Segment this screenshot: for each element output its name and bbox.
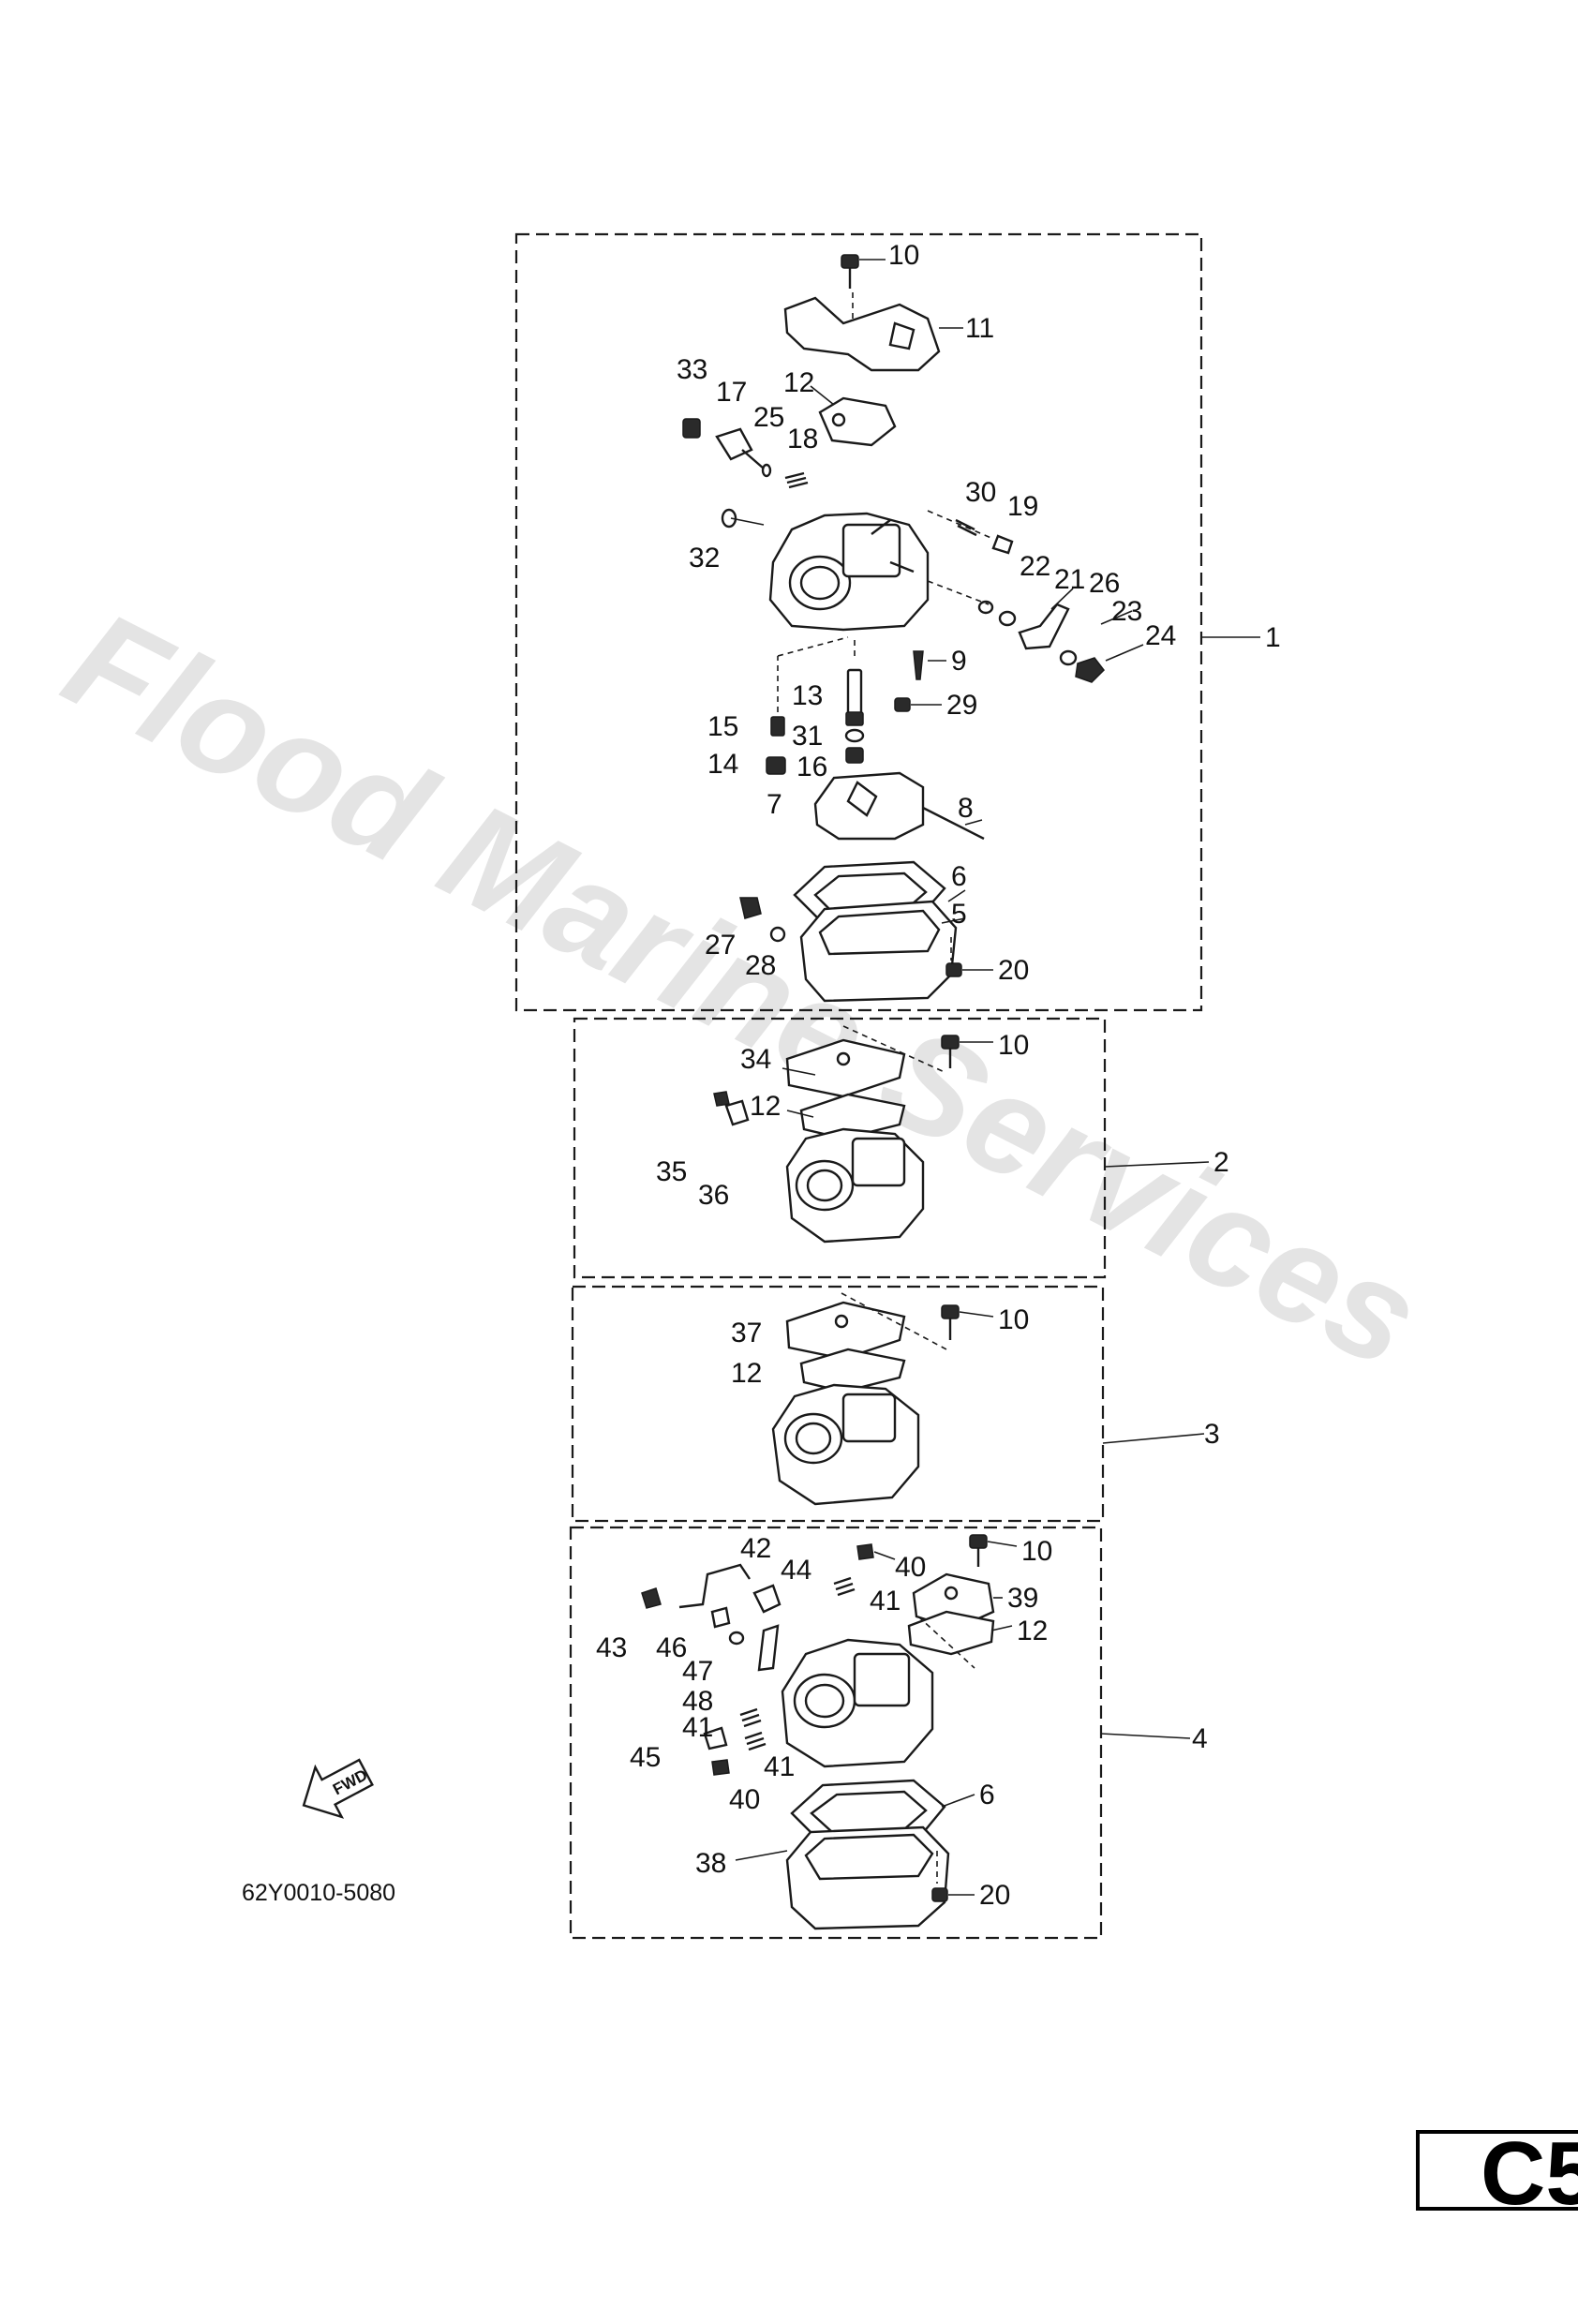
assembly-2-parts <box>713 1025 1210 1244</box>
assembly-3-ref: 3 <box>1204 1419 1220 1450</box>
callout-20: 20 <box>979 1880 1010 1911</box>
callout-26: 26 <box>1089 568 1120 599</box>
callout-14: 14 <box>707 749 738 780</box>
callout-28: 28 <box>745 950 776 981</box>
callout-41: 41 <box>870 1586 901 1616</box>
callout-39: 39 <box>1007 1583 1038 1614</box>
callout-41: 41 <box>764 1751 795 1782</box>
assembly-4-ref: 4 <box>1192 1723 1208 1754</box>
callout-24: 24 <box>1145 620 1176 651</box>
callout-15: 15 <box>707 711 738 742</box>
assembly-4-parts <box>641 1534 1191 1930</box>
callout-27: 27 <box>705 930 736 961</box>
callout-12: 12 <box>731 1358 762 1389</box>
callout-31: 31 <box>792 721 823 752</box>
callout-7: 7 <box>767 789 782 820</box>
callout-8: 8 <box>958 793 974 824</box>
callout-21: 21 <box>1054 564 1085 595</box>
callout-10: 10 <box>1021 1536 1052 1567</box>
callout-34: 34 <box>740 1044 771 1075</box>
callout-38: 38 <box>695 1848 726 1879</box>
callout-30: 30 <box>965 477 996 508</box>
assembly-1: 10 11 12 33 17 25 18 30 19 32 22 21 26 2… <box>514 232 1281 1012</box>
callout-10: 10 <box>998 1304 1029 1335</box>
assembly-4: 42 44 40 10 41 39 12 43 46 47 48 41 45 4… <box>569 1526 1208 1940</box>
assembly-1-callouts: 10 11 12 33 17 25 18 30 19 32 22 21 26 2… <box>677 240 1281 986</box>
assembly-3: 37 10 12 3 <box>571 1285 1220 1523</box>
callout-40: 40 <box>729 1784 760 1815</box>
assembly-3-parts <box>771 1292 1205 1506</box>
assembly-4-frame <box>569 1526 1103 1940</box>
assembly-2-callouts: 10 34 12 35 36 2 <box>656 1030 1229 1211</box>
page-code: C5 <box>1481 2123 1578 2224</box>
callout-22: 22 <box>1020 551 1050 582</box>
assembly-2: 10 34 12 35 36 2 <box>573 1017 1229 1279</box>
callout-9: 9 <box>951 646 967 677</box>
callout-42: 42 <box>740 1533 771 1564</box>
callout-6: 6 <box>951 861 967 892</box>
callout-25: 25 <box>753 402 784 433</box>
drawing-code: 62Y0010-5080 <box>242 1880 395 1906</box>
callout-23: 23 <box>1111 596 1142 627</box>
callout-12: 12 <box>1017 1616 1048 1646</box>
callout-47: 47 <box>682 1656 713 1687</box>
callout-43: 43 <box>596 1632 627 1663</box>
assembly-1-frame <box>514 232 1203 1012</box>
callout-5: 5 <box>951 899 967 930</box>
callout-45: 45 <box>630 1742 661 1773</box>
callout-13: 13 <box>792 680 823 711</box>
fwd-arrow-icon: FWD <box>302 1758 374 1819</box>
callout-6: 6 <box>979 1780 995 1810</box>
assembly-1-parts <box>682 254 1260 1003</box>
callout-20: 20 <box>998 955 1029 986</box>
callout-18: 18 <box>787 424 818 454</box>
assembly-2-ref: 2 <box>1213 1147 1229 1178</box>
assembly-1-ref: 1 <box>1265 622 1281 653</box>
callout-46: 46 <box>656 1632 687 1663</box>
callout-12: 12 <box>750 1091 781 1122</box>
assembly-3-frame <box>571 1285 1105 1523</box>
callout-32: 32 <box>689 543 720 574</box>
callout-33: 33 <box>677 354 707 385</box>
callout-36: 36 <box>698 1180 729 1211</box>
callout-19: 19 <box>1007 491 1038 522</box>
callout-41: 41 <box>682 1712 713 1743</box>
callout-48: 48 <box>682 1686 713 1717</box>
callout-17: 17 <box>716 377 747 408</box>
callout-16: 16 <box>796 752 827 782</box>
page-code-box: C5 <box>1416 2123 1578 2224</box>
callout-29: 29 <box>946 690 977 721</box>
assembly-2-frame <box>573 1017 1107 1279</box>
assembly-3-callouts: 37 10 12 3 <box>731 1304 1220 1450</box>
callout-10: 10 <box>888 240 919 271</box>
callout-40: 40 <box>895 1552 926 1583</box>
callout-12: 12 <box>783 367 814 398</box>
callout-35: 35 <box>656 1156 687 1187</box>
assembly-4-callouts: 42 44 40 10 41 39 12 43 46 47 48 41 45 4… <box>596 1533 1208 1911</box>
callout-11: 11 <box>965 313 994 344</box>
callout-37: 37 <box>731 1318 762 1348</box>
callout-10: 10 <box>998 1030 1029 1061</box>
watermark-text: Flood Marine Services <box>42 580 1443 1398</box>
callout-44: 44 <box>781 1555 811 1586</box>
